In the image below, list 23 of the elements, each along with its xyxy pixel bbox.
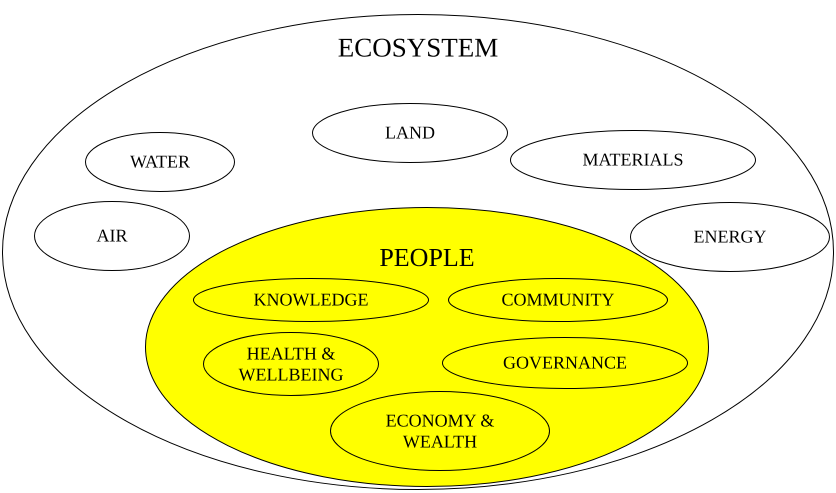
group-ellipse bbox=[2, 14, 834, 490]
item-ellipse bbox=[510, 130, 756, 190]
item-ellipse bbox=[203, 332, 379, 396]
ellipse-label: ECONOMY & WEALTH bbox=[384, 410, 496, 452]
item-ellipse bbox=[85, 132, 235, 192]
item-ellipse bbox=[630, 202, 830, 272]
item-ellipse bbox=[312, 103, 508, 163]
item-ellipse bbox=[34, 201, 190, 271]
ellipse-label: MATERIALS bbox=[581, 150, 684, 170]
ellipse-label: ENERGY bbox=[692, 226, 768, 248]
item-ellipse bbox=[330, 391, 550, 471]
ellipse-label: ECOSYSTEM bbox=[336, 32, 500, 64]
ellipse-label: AIR bbox=[96, 226, 128, 246]
ellipse-label: LAND bbox=[384, 122, 436, 144]
ellipse-label: COMMUNITY bbox=[500, 290, 616, 310]
ellipse-label: HEALTH & WELLBEING bbox=[238, 343, 344, 385]
item-ellipse bbox=[193, 278, 429, 322]
ellipse-label: GOVERNANCE bbox=[502, 352, 628, 374]
ellipse-label: PEOPLE bbox=[378, 243, 476, 273]
ellipse-label: WATER bbox=[129, 152, 191, 172]
ellipse-label: KNOWLEDGE bbox=[252, 290, 370, 310]
item-ellipse bbox=[442, 337, 688, 389]
item-ellipse bbox=[448, 278, 668, 322]
